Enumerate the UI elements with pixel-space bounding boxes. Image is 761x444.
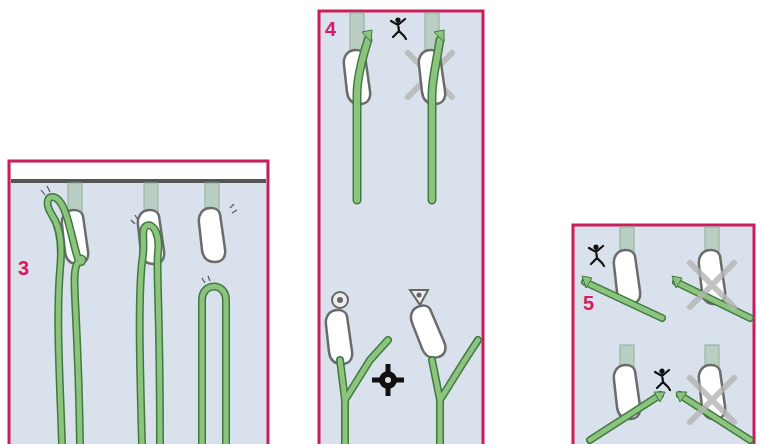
panel-4 [319, 11, 483, 444]
callout-number: 4 [325, 19, 336, 39]
callout-number: 5 [583, 293, 594, 313]
panel-5 [573, 225, 754, 444]
panel-3 [9, 161, 268, 444]
callout-number: 3 [18, 258, 29, 278]
warning-icon [372, 364, 404, 396]
